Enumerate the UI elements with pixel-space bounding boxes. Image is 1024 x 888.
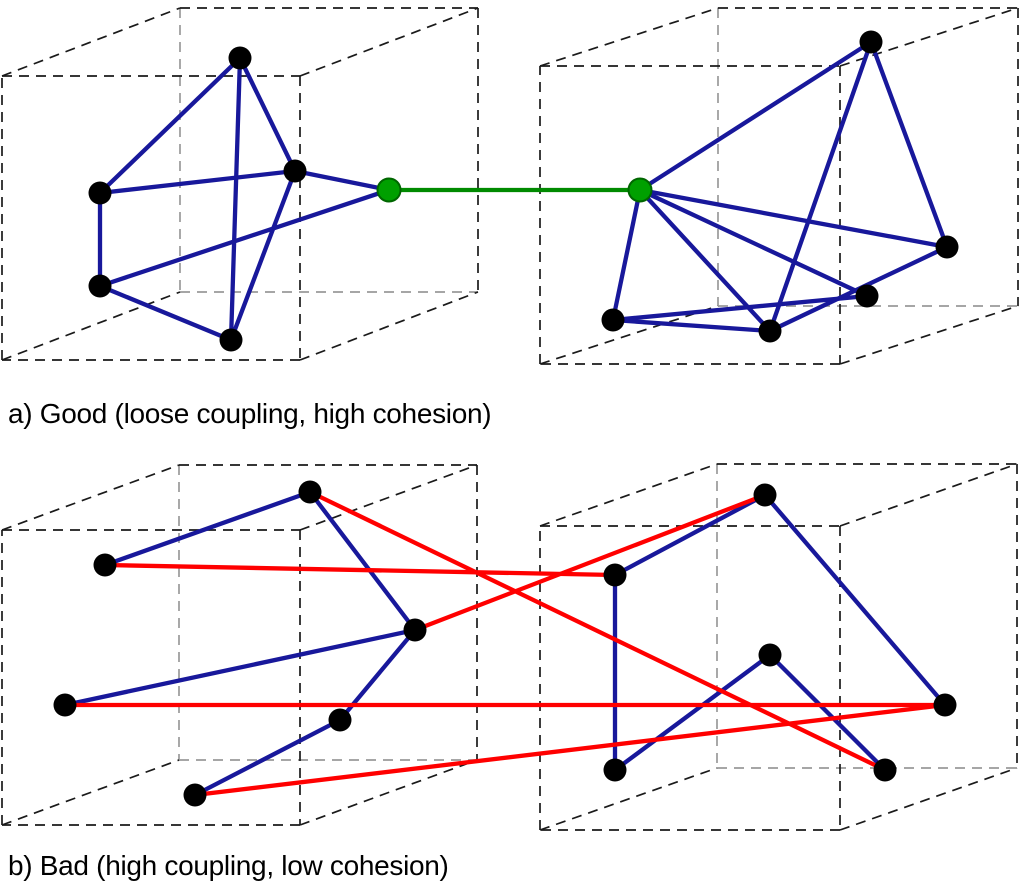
box-edge [539,767,718,831]
caption-bad-figure: b) Bad (high coupling, low cohesion) [8,850,449,881]
component-node [88,274,112,298]
box-edge [839,463,1018,527]
cohesion-edge [228,168,298,343]
component-node [183,783,207,807]
cohesion-edge [637,187,870,299]
caption-good-figure: a) Good (loose coupling, high cohesion) [8,398,492,429]
component-node [758,319,782,343]
cohesion-edge [237,55,298,174]
component-node [88,181,112,205]
cohesion-edge [192,717,343,798]
cohesion-edge [868,39,950,250]
box-edge [839,305,1019,365]
cohesion-edge [767,652,888,773]
component-node [228,46,252,70]
interface-node [376,177,402,203]
cohesion-edge [610,293,870,323]
module-box [1,464,478,826]
module-box [539,7,1019,365]
component-node [601,308,625,332]
component-node [933,693,957,717]
box-edge [839,7,1019,67]
cohesion-edge [610,187,643,323]
interface-node [627,177,653,203]
cohesion-edge [767,39,874,334]
component-node [219,328,243,352]
cohesion-edge [637,187,950,250]
cohesion-edge [292,168,392,193]
box-edge [299,291,479,361]
component-node [403,618,427,642]
box-edge [299,464,478,531]
component-node [93,553,117,577]
box-edge [539,463,718,527]
cohesion-edge [637,39,874,193]
box-edge [1,7,181,77]
component-node [298,480,322,504]
component-node [283,159,307,183]
cohesion-edge [612,492,768,578]
cohesion-edge [610,317,773,334]
component-node [873,758,897,782]
component-node [603,758,627,782]
cohesion-edge [228,55,243,343]
box-edge [1,291,181,361]
component-node [855,284,879,308]
cohesion-edge [307,489,418,633]
component-node [758,643,782,667]
box-edge [1,759,180,826]
cohesion-edge [97,168,298,196]
box-edge [299,759,478,826]
box-edge [539,305,719,365]
box-edge [839,767,1018,831]
coupling-edge [102,562,618,578]
cohesion-edge [97,55,243,196]
component-node [53,693,77,717]
cohesion-edge [62,627,418,708]
box-edge [539,7,719,67]
component-node [753,483,777,507]
coupling-edge [412,492,768,633]
cohesion-edge [102,489,313,568]
coupling-edge [192,702,948,798]
box-edge [299,7,479,77]
component-node [935,235,959,259]
cohesion-edge [762,492,948,708]
figure-bad [1,463,1018,831]
cohesion-edge [612,652,773,773]
component-node [603,563,627,587]
cohesion-edge [97,187,392,289]
cohesion-edge [97,283,234,343]
module-box [539,463,1018,831]
component-node [859,30,883,54]
figure-good [1,7,1019,365]
box-edge [1,464,180,531]
component-node [328,708,352,732]
